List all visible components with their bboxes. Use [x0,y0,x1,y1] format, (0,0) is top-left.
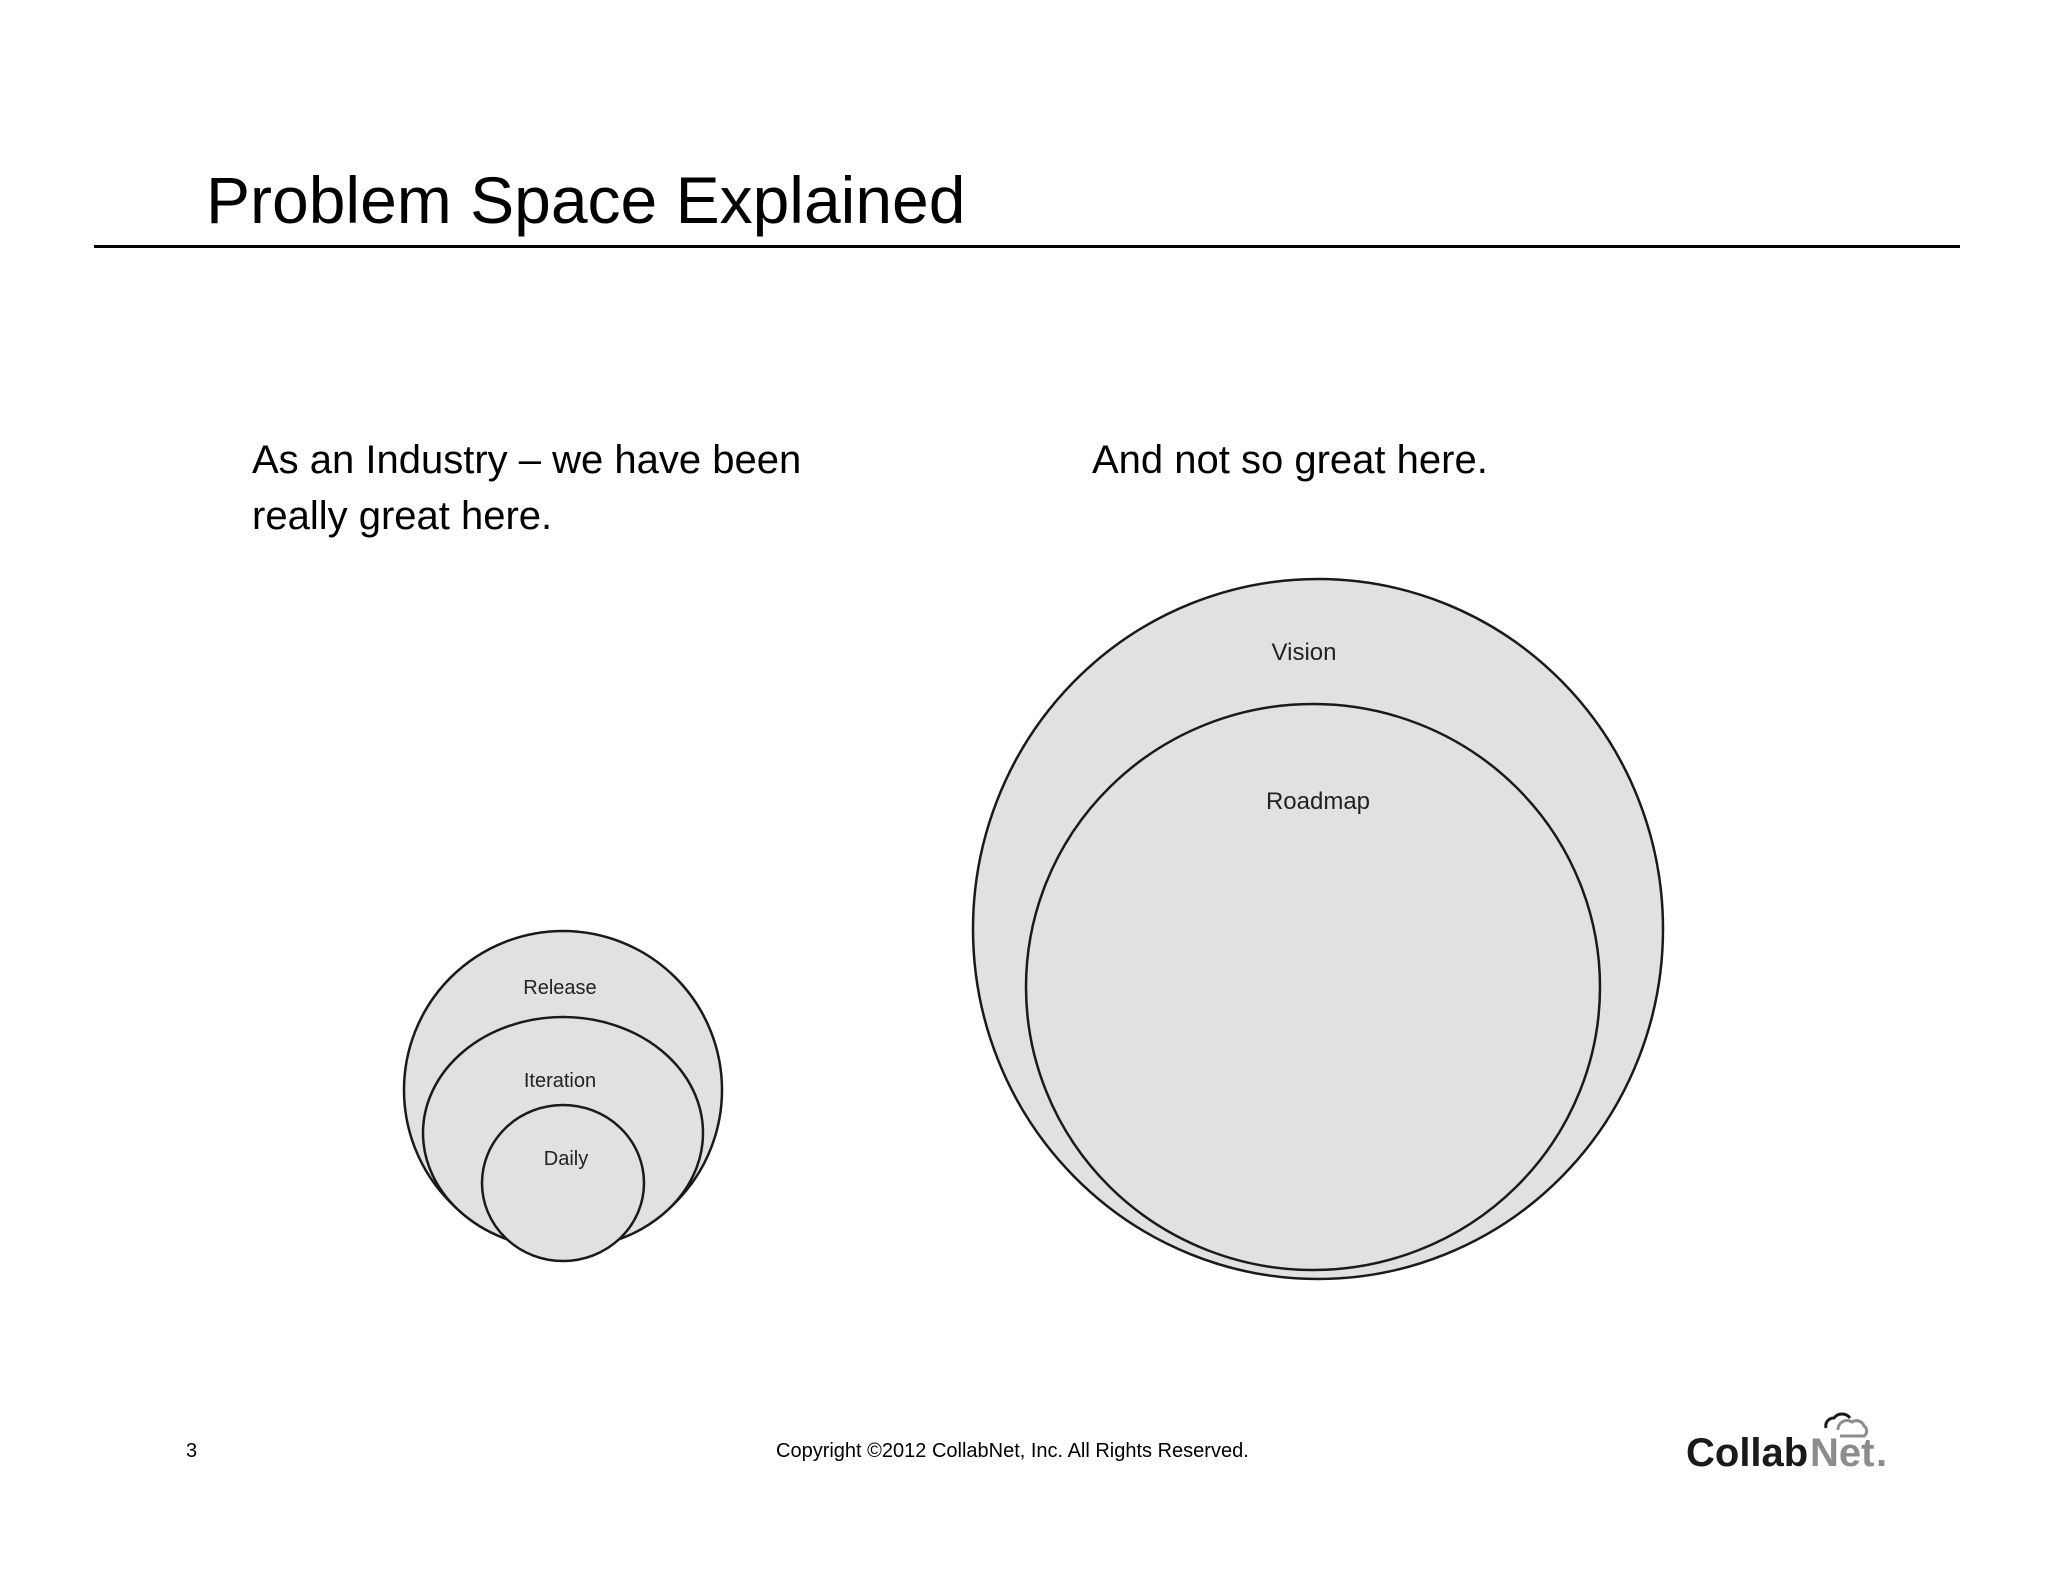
logo-dot: . [1876,1431,1886,1475]
collabnet-logo: Collab Net . [1686,1406,1887,1476]
caption-right: And not so great here. [1092,438,1488,482]
roadmap-label: Roadmap [1266,788,1370,815]
release-label: Release [523,977,596,999]
cloud-icon [1824,1412,1869,1438]
daily-circle [480,1103,646,1263]
title-divider [94,245,1960,248]
right-circle-group: Vision Roadmap [971,577,1665,1281]
page-number: 3 [186,1440,198,1462]
left-circle-group: Release Iteration Daily [402,929,724,1263]
slide-title: Problem Space Explained [206,163,966,237]
vision-label: Vision [1272,639,1337,666]
copyright-text: Copyright ©2012 CollabNet, Inc. All Righ… [776,1440,1249,1462]
caption-left: As an Industry – we have been really gre… [252,438,802,538]
logo-text-net: Net [1810,1431,1874,1475]
logo-text-collab: Collab [1686,1431,1808,1475]
daily-label: Daily [544,1148,588,1170]
iteration-label: Iteration [524,1070,596,1092]
roadmap-circle [1024,702,1602,1272]
